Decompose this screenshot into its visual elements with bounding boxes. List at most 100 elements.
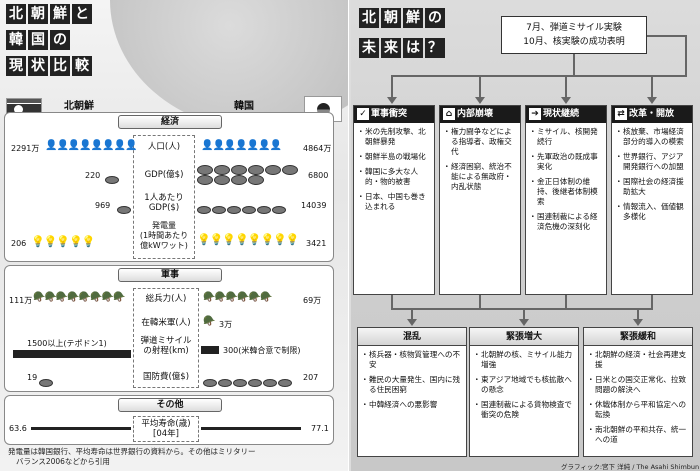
gdp-per-capita-label: 1人あたり GDP($) — [144, 193, 184, 213]
population-nk-value: 2291万 — [11, 144, 40, 153]
other-header: その他 — [118, 398, 222, 412]
event-line-2: 10月、核実験の成功表明 — [523, 37, 625, 47]
list-item: 休戦体制から平和協定への転換 — [587, 400, 689, 420]
gdp-sk-value: 6800 — [308, 171, 329, 180]
missile-range-sk-arrow — [201, 346, 219, 354]
list-item: 権力闘争などによる指導者、政権交代 — [443, 127, 517, 157]
gdp-sk-coin-icon — [197, 165, 301, 185]
life-expectancy-nk-bar — [31, 427, 131, 430]
list-item: ミサイル、核開発続行 — [529, 127, 603, 147]
left-title-line-1: 北朝鮮と — [6, 4, 92, 24]
list-item: 核放棄、市場経済部分的導入の模索 — [615, 127, 689, 147]
connector-line — [573, 54, 575, 76]
other-label-column — [133, 416, 199, 442]
list-item: 北朝鮮の経済・社会再建支援 — [587, 350, 689, 370]
list-item: 中韓経済への悪影響 — [361, 400, 463, 410]
check-icon: ✓ — [357, 107, 369, 120]
connector-line — [637, 308, 639, 320]
economy-label-column — [133, 135, 195, 259]
source-note-line-1: 発電量は韓国銀行、平均寿命は世界銀行の資料から。その他はミリタリー — [8, 447, 256, 456]
troops-sk-value: 69万 — [303, 296, 322, 305]
outcome-title: 混乱 — [358, 328, 466, 346]
power-nk-value: 206 — [11, 239, 27, 248]
gdp-per-capita-sk-value: 14039 — [301, 201, 327, 210]
list-item: 経済困窮、統治不能による無政府・内乱状態 — [443, 162, 517, 192]
source-note-line-2: バランス2006などから引用 — [16, 457, 110, 466]
list-item: 米の先制攻撃、北朝鮮暴発 — [357, 127, 431, 147]
missile-range-nk-arrow — [13, 350, 131, 358]
life-expectancy-label: 平均寿命(歳) [04年] — [141, 419, 191, 439]
troops-label: 総兵力(人) — [145, 294, 187, 304]
list-item: 国際社会の経済援助拡大 — [615, 177, 689, 197]
south-korea-label: 韓国 — [234, 101, 254, 112]
event-box: 7月、弾道ミサイル実験 10月、核実験の成功表明 — [501, 16, 647, 54]
list-item: 先軍政治の既成事実化 — [529, 152, 603, 172]
gdp-label: GDP(億$) — [144, 170, 184, 180]
power-nk-bulb-icon: 💡💡💡💡💡 — [31, 235, 95, 248]
scenario-military-conflict: ✓軍事衝突 米の先制攻撃、北朝鮮暴発 朝鮮半島の戦場化 韓国に多大な人的・物的被… — [353, 105, 435, 295]
connector-line — [391, 308, 653, 310]
arrow-right-icon: ➔ — [529, 107, 541, 120]
connector-line — [565, 295, 567, 309]
population-label: 人口(人) — [147, 142, 181, 152]
list-item: 北朝鮮の核、ミサイル能力増強 — [473, 350, 575, 370]
scenario-internal-collapse: ⌂内部崩壊 権力闘争などによる指導者、政権交代 経済困窮、統治不能による無政府・… — [439, 105, 521, 295]
missile-range-nk-value: 1500以上(テポドン1) — [27, 339, 107, 348]
list-item: 東アジア地域でも核拡散への懸念 — [473, 375, 575, 395]
missile-range-sk-value: 300(米韓合意で制限) — [223, 346, 301, 355]
exchange-icon: ⇄ — [615, 107, 627, 120]
arrow-down-icon — [647, 97, 657, 104]
arrow-down-icon — [475, 97, 485, 104]
connector-line — [391, 75, 687, 77]
list-item: 日本、中国も巻き込まれる — [357, 192, 431, 212]
us-forces-sk-value: 3万 — [219, 320, 233, 329]
scenario-title: 現状継続 — [543, 109, 580, 119]
future-scenarios-panel: 北朝鮮の 未来は？ 7月、弾道ミサイル実験 10月、核実験の成功表明 ✓軍事衝突… — [351, 0, 700, 471]
life-expectancy-sk-value: 77.1 — [311, 424, 329, 433]
left-title-line-3: 現状比較 — [6, 56, 92, 76]
arrow-down-icon — [387, 97, 397, 104]
military-panel: 軍事 111万 🪖🪖🪖🪖🪖🪖🪖🪖 総兵力(人) 🪖🪖🪖🪖🪖🪖 69万 在韓米軍(… — [4, 265, 334, 392]
us-forces-label: 在韓米軍(人) — [141, 318, 191, 328]
life-expectancy-sk-bar — [201, 427, 301, 430]
connector-line — [651, 295, 653, 309]
connector-line — [411, 308, 413, 320]
list-item: 南北朝鮮の平和共存、統一への道 — [587, 425, 689, 445]
list-item: 朝鮮半島の戦場化 — [357, 152, 431, 162]
list-item: 金正日体制の維持、後継者体制模索 — [529, 177, 603, 207]
connector-line — [479, 75, 481, 97]
power-label: 発電量 (1時間あたり 億kWワット) — [139, 221, 189, 250]
defense-budget-nk-value: 19 — [27, 373, 38, 382]
gdp-nk-coin-icon — [105, 169, 120, 188]
connector-line — [523, 308, 525, 320]
event-line-1: 7月、弾道ミサイル実験 — [526, 23, 622, 33]
economy-header: 経済 — [118, 115, 222, 129]
outcome-title: 緊張増大 — [470, 328, 578, 346]
defense-budget-sk-coin-icon — [203, 372, 293, 391]
gdp-per-capita-nk-value: 969 — [95, 201, 111, 210]
list-item: 情報流入、価値観多様化 — [615, 202, 689, 222]
outcome-tension-easing: 緊張緩和 北朝鮮の経済・社会再建支援 日米との国交正常化、拉致問題の解決へ 休戦… — [583, 327, 693, 457]
power-sk-value: 3421 — [306, 239, 327, 248]
population-sk-value: 4864万 — [303, 144, 332, 153]
list-item: 韓国に多大な人的・物的被害 — [357, 167, 431, 187]
other-panel: その他 63.6 平均寿命(歳) [04年] 77.1 — [4, 395, 334, 445]
population-sk-people-icon: 👤👤👤👤👤👤👤 — [201, 140, 282, 151]
connector-line — [479, 295, 481, 309]
scenario-reform-opening: ⇄改革・開放 核放棄、市場経済部分的導入の模索 世界銀行、アジア開発銀行への加盟… — [611, 105, 693, 295]
life-expectancy-nk-value: 63.6 — [9, 424, 27, 433]
outcome-tension-increase: 緊張増大 北朝鮮の核、ミサイル能力増強 東アジア地域でも核拡散への懸念 国連制裁… — [469, 327, 579, 457]
arrow-down-icon — [561, 97, 571, 104]
outcome-title: 緊張緩和 — [584, 328, 692, 346]
connector-line — [391, 295, 393, 309]
us-forces-soldier-icon: 🪖 — [203, 316, 215, 327]
connector-line — [685, 35, 687, 77]
north-korea-label: 北朝鮮 — [64, 101, 94, 112]
gdp-nk-value: 220 — [85, 171, 101, 180]
arrow-down-icon — [519, 319, 529, 326]
population-nk-people-icon: 👤👤👤👤👤👤👤👤 — [45, 140, 138, 151]
scenario-title: 内部崩壊 — [457, 109, 494, 119]
scenario-title: 改革・開放 — [629, 109, 675, 119]
gdp-per-capita-nk-coin-icon — [117, 199, 132, 218]
military-label-column — [133, 288, 199, 388]
